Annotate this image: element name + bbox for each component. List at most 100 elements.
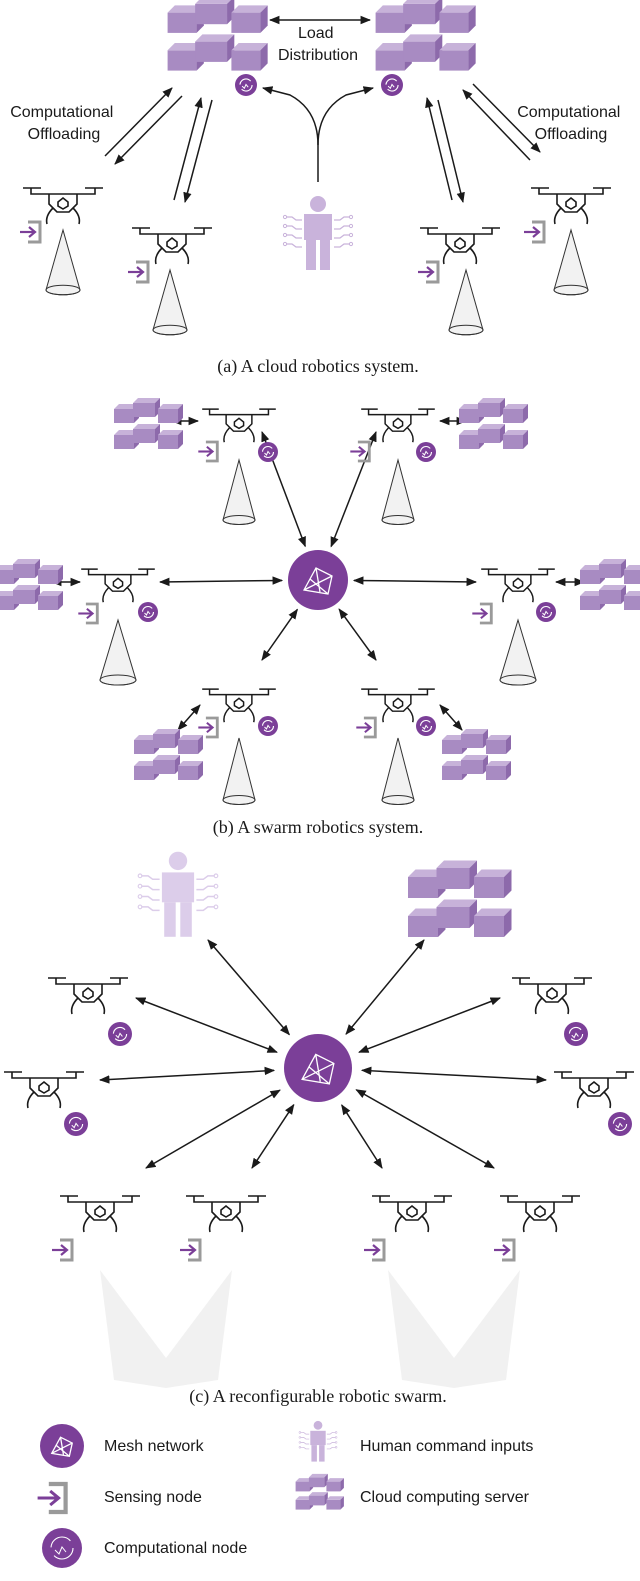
sensor-cone-icon — [381, 737, 415, 805]
computational-node-icon — [235, 74, 257, 96]
mesh-network-icon — [40, 1424, 84, 1468]
offloading-arrow-down — [114, 95, 183, 165]
computational-node-icon — [258, 716, 278, 736]
cloud-server-icon — [167, 0, 268, 71]
drone-icon — [4, 1071, 84, 1109]
mesh-link-arrow — [439, 704, 463, 731]
drone-icon — [132, 227, 212, 265]
drone-icon — [481, 568, 555, 603]
sensing-node-icon — [350, 440, 371, 463]
sensor-cone-icon — [381, 458, 415, 525]
sensing-node-icon — [20, 220, 42, 244]
drone-icon — [81, 568, 155, 603]
computational-node-icon — [235, 74, 257, 96]
computational-node-icon — [138, 602, 158, 622]
drone-icon — [420, 227, 500, 265]
sensing-node-icon — [356, 716, 377, 739]
mesh-link-arrow — [360, 1066, 548, 1084]
computational-node-icon — [42, 1528, 82, 1568]
computational-node-icon — [608, 1112, 632, 1136]
drone-icon — [554, 1071, 634, 1109]
drone-icon — [361, 408, 435, 443]
human-command-icon — [282, 196, 354, 270]
legend-computational-node: Computational node — [104, 1540, 247, 1557]
load-distribution-label: Load Distribution — [278, 25, 358, 64]
sensor-field-of-view — [100, 1270, 520, 1388]
sensing-node-icon — [128, 260, 150, 284]
cloud-server-icon — [167, 0, 268, 71]
offloading-arrow-down — [472, 83, 541, 153]
offloading-label-left: Computational Offloading — [10, 104, 118, 143]
human-command-icon — [298, 1420, 338, 1462]
mesh-network-icon — [284, 1034, 352, 1102]
sensor-cone-icon — [222, 458, 256, 525]
human-command-icon — [282, 196, 354, 270]
human-command-link — [261, 86, 319, 182]
sensor-cone-icon — [45, 228, 81, 296]
mesh-link-arrow — [177, 704, 201, 731]
mesh-network-icon — [284, 1034, 352, 1102]
cloud-server-icon — [375, 0, 476, 71]
offloading-arrow-down — [437, 99, 465, 204]
cloud-server-icon — [134, 729, 203, 780]
cloud-server-icon — [295, 1473, 344, 1510]
mesh-links — [98, 939, 548, 1169]
mesh-network-icon — [40, 1424, 84, 1468]
drone-group — [0, 398, 640, 805]
legend-mesh-network: Mesh network — [104, 1438, 205, 1455]
sensing-node-icon — [472, 602, 493, 625]
mesh-link-arrow — [158, 576, 284, 587]
legend-cloud-computing-server: Cloud computing server — [360, 1489, 530, 1506]
computational-node-icon — [536, 602, 556, 622]
panel-a: Load Distribution Computational Offloadi… — [10, 0, 620, 377]
offloading-arrow-up — [104, 87, 173, 157]
offloading-arrow-down — [183, 99, 213, 204]
sensing-node-icon — [78, 602, 99, 625]
sensor-cone-icon — [499, 618, 537, 686]
sensor-cone-icon — [152, 268, 188, 336]
human-command-icon — [298, 1420, 338, 1462]
human-command-icon — [137, 851, 219, 937]
mesh-link-arrow — [338, 608, 377, 661]
sensing-node-icon — [37, 1481, 68, 1515]
drone-icon — [60, 1195, 140, 1233]
mesh-link-arrow — [135, 997, 278, 1053]
mesh-link-arrow — [207, 939, 291, 1036]
computational-node-icon — [258, 442, 278, 462]
mesh-link-arrow — [358, 997, 501, 1053]
sensing-node-icon — [180, 1238, 202, 1262]
cloud-server-icon — [114, 398, 183, 449]
sensing-node-icon — [364, 1238, 386, 1262]
legend-sensing-node: Sensing node — [104, 1489, 202, 1506]
cloud-server-icon — [375, 0, 476, 71]
sensing-node-icon — [418, 260, 440, 284]
computational-node-icon — [42, 1528, 82, 1568]
sensor-fov-shape — [100, 1270, 232, 1388]
drone-icon — [531, 187, 611, 225]
mesh-link-arrow — [355, 1089, 495, 1169]
cloud-server-icon — [0, 559, 63, 610]
drone-icon — [202, 688, 276, 723]
mesh-link-arrow — [261, 608, 298, 661]
drone-icon — [500, 1195, 580, 1233]
sensor-cone-icon — [222, 737, 256, 805]
caption-panel-b: (b) A swarm robotics system. — [213, 817, 423, 838]
drone-icon — [361, 688, 435, 723]
human-command-link — [317, 86, 375, 146]
sensor-fov-shape — [388, 1270, 520, 1388]
sensing-node-icon — [524, 220, 546, 244]
mesh-link-arrow — [98, 1066, 276, 1084]
panel-b: (b) A swarm robotics system. — [0, 398, 640, 838]
computational-node-icon — [416, 442, 436, 462]
drone-icon — [48, 977, 128, 1015]
computational-node-icon — [64, 1112, 88, 1136]
mesh-network-icon — [288, 550, 348, 610]
drone-icon — [202, 408, 276, 443]
sensing-node-icon — [494, 1238, 516, 1262]
computational-node-icon — [564, 1022, 588, 1046]
mesh-network-icon — [288, 550, 348, 610]
drone-icon — [186, 1195, 266, 1233]
sensing-node-icon — [37, 1481, 68, 1515]
cloud-server-icon — [408, 860, 512, 937]
